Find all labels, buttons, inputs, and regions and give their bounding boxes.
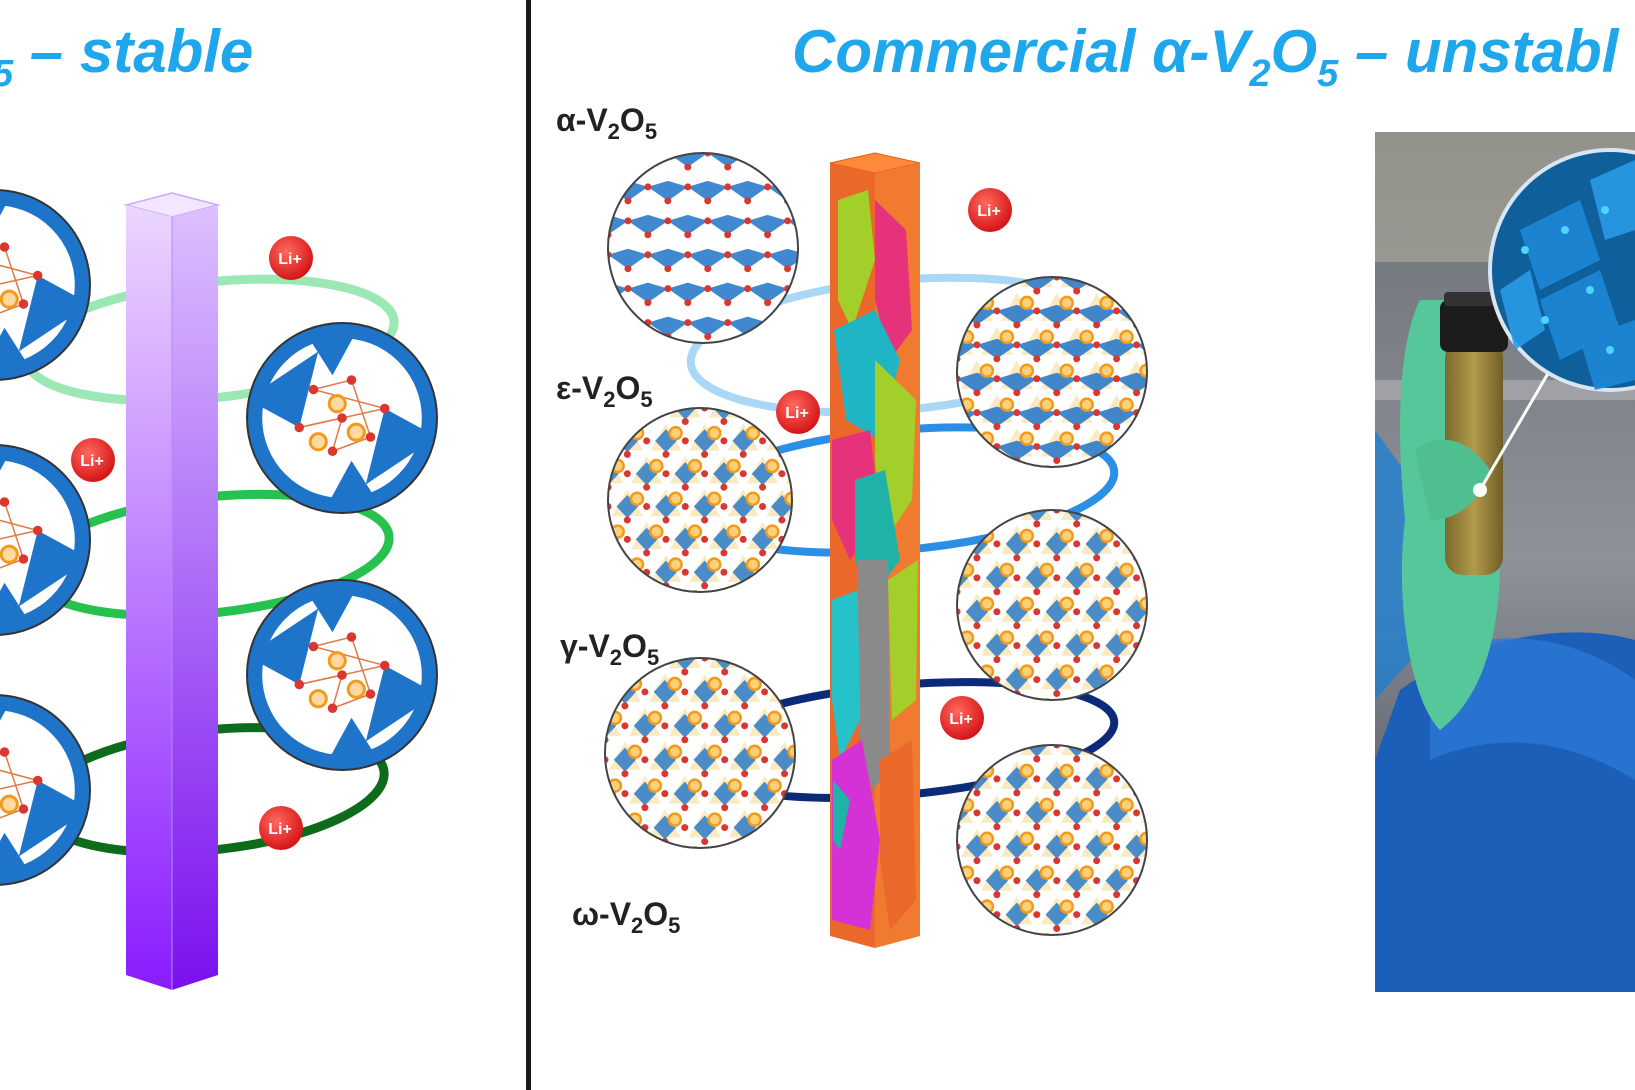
phase-label-sub: 2 <box>603 387 616 412</box>
phase-label-sub: 5 <box>646 645 660 670</box>
crystal-structure <box>604 657 796 849</box>
phase-label-gamma: γ-V2O5 <box>560 630 659 669</box>
oxygen-atom <box>33 525 43 536</box>
oxygen-atom <box>365 689 376 699</box>
oxygen-atom <box>346 632 357 642</box>
phase-label-sub: 2 <box>607 119 620 144</box>
right-title-prefix: Commercial α-V <box>792 18 1250 85</box>
phase-label-text: O <box>615 370 641 406</box>
phase-label-text: O <box>619 102 645 138</box>
phase-label-text: O <box>643 896 669 932</box>
lithium-ion-label: Li+ <box>268 821 292 838</box>
oxygen-atom <box>308 384 319 395</box>
oxygen-atom <box>18 804 29 814</box>
lithium-site <box>0 544 19 564</box>
oxygen-atom <box>337 413 347 423</box>
left-title-text: – stable <box>13 18 254 85</box>
stable-phase-column <box>123 192 221 990</box>
oxygen-atom <box>18 299 29 309</box>
oxygen-atom <box>327 703 338 713</box>
oxygen-atom <box>365 432 376 442</box>
lithium-site <box>0 794 19 814</box>
phase-label-omega: ω-V2O5 <box>572 898 680 937</box>
lithium-ion-icon: Li+ <box>940 696 984 740</box>
oxygen-atom <box>18 554 29 564</box>
phase-label-sub: 2 <box>631 913 644 938</box>
crystal-structure <box>0 444 91 636</box>
lithium-ion-icon: Li+ <box>259 806 303 850</box>
crystal-structure <box>0 694 91 886</box>
crystal-structure <box>246 322 438 514</box>
phase-label-sub: 5 <box>644 119 658 144</box>
oxygen-atom <box>327 446 338 456</box>
lithium-ion-icon: Li+ <box>776 390 820 434</box>
lithium-ion-label: Li+ <box>949 711 973 728</box>
left-title-subscript: 5 <box>0 53 13 95</box>
oxygen-atom <box>294 422 304 433</box>
oxygen-atom <box>294 679 304 690</box>
panel-divider <box>526 0 531 1090</box>
crystal-structure <box>607 407 793 593</box>
oxygen-atom <box>380 403 390 414</box>
lithium-site <box>0 289 19 309</box>
phase-label-alpha: α-V2O5 <box>556 104 657 143</box>
phase-label-text: ω-V <box>572 896 632 932</box>
oxygen-atom <box>0 242 10 252</box>
lithium-ion-label: Li+ <box>278 251 302 268</box>
phase-label-text: ε-V <box>556 370 604 406</box>
right-title-suffix: – unstabl <box>1338 18 1619 85</box>
lithium-ion-label: Li+ <box>785 405 809 422</box>
lithium-site <box>308 432 328 452</box>
lithium-ion-icon: Li+ <box>71 438 115 482</box>
oxygen-atom <box>0 747 10 757</box>
oxygen-atom <box>0 497 10 507</box>
right-title-sub1: 2 <box>1249 53 1271 95</box>
right-title: Commercial α-V2O5 – unstabl <box>792 22 1618 95</box>
crystal-structure <box>0 189 91 381</box>
lithium-site <box>346 679 366 699</box>
phase-label-sub: 2 <box>609 645 623 670</box>
lithium-ion-icon: Li+ <box>968 188 1012 232</box>
phase-label-text: α-V <box>556 102 608 138</box>
photo-vial <box>1375 132 1635 992</box>
oxygen-atom <box>346 375 357 385</box>
crystal-structure <box>956 509 1148 701</box>
oxygen-atom <box>337 670 347 680</box>
left-title: 5 – stable <box>0 22 253 95</box>
oxygen-atom <box>33 775 43 786</box>
crystal-structure <box>607 152 799 344</box>
oxygen-atom <box>308 641 319 652</box>
crystal-structure <box>956 276 1148 468</box>
phase-label-text: O <box>622 628 647 664</box>
right-title-mid: O <box>1270 18 1318 85</box>
lithium-ion-icon: Li+ <box>269 236 313 280</box>
phase-label-epsilon: ε-V2O5 <box>556 372 653 411</box>
lithium-site <box>346 422 366 442</box>
multiphase-column <box>829 152 921 948</box>
lithium-site <box>327 651 347 671</box>
phase-label-text: γ-V <box>560 628 610 664</box>
oxygen-atom <box>33 270 43 281</box>
crystal-structure <box>246 579 438 771</box>
right-title-sub2: 5 <box>1317 53 1339 95</box>
lithium-site <box>327 394 347 414</box>
lithium-ion-label: Li+ <box>977 203 1001 220</box>
phase-label-sub: 5 <box>640 387 653 412</box>
crystal-structure <box>956 744 1148 936</box>
lithium-site <box>308 689 328 709</box>
oxygen-atom <box>380 660 390 671</box>
phase-label-sub: 5 <box>668 913 681 938</box>
lithium-ion-label: Li+ <box>80 453 104 470</box>
